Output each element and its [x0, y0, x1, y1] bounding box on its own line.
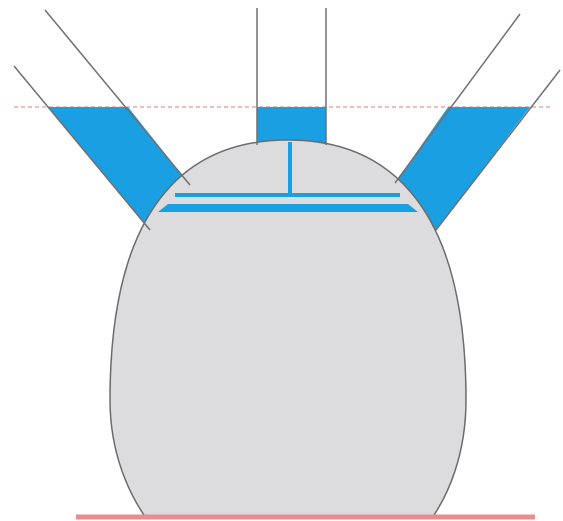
vessel-top-water-layer — [158, 204, 418, 212]
